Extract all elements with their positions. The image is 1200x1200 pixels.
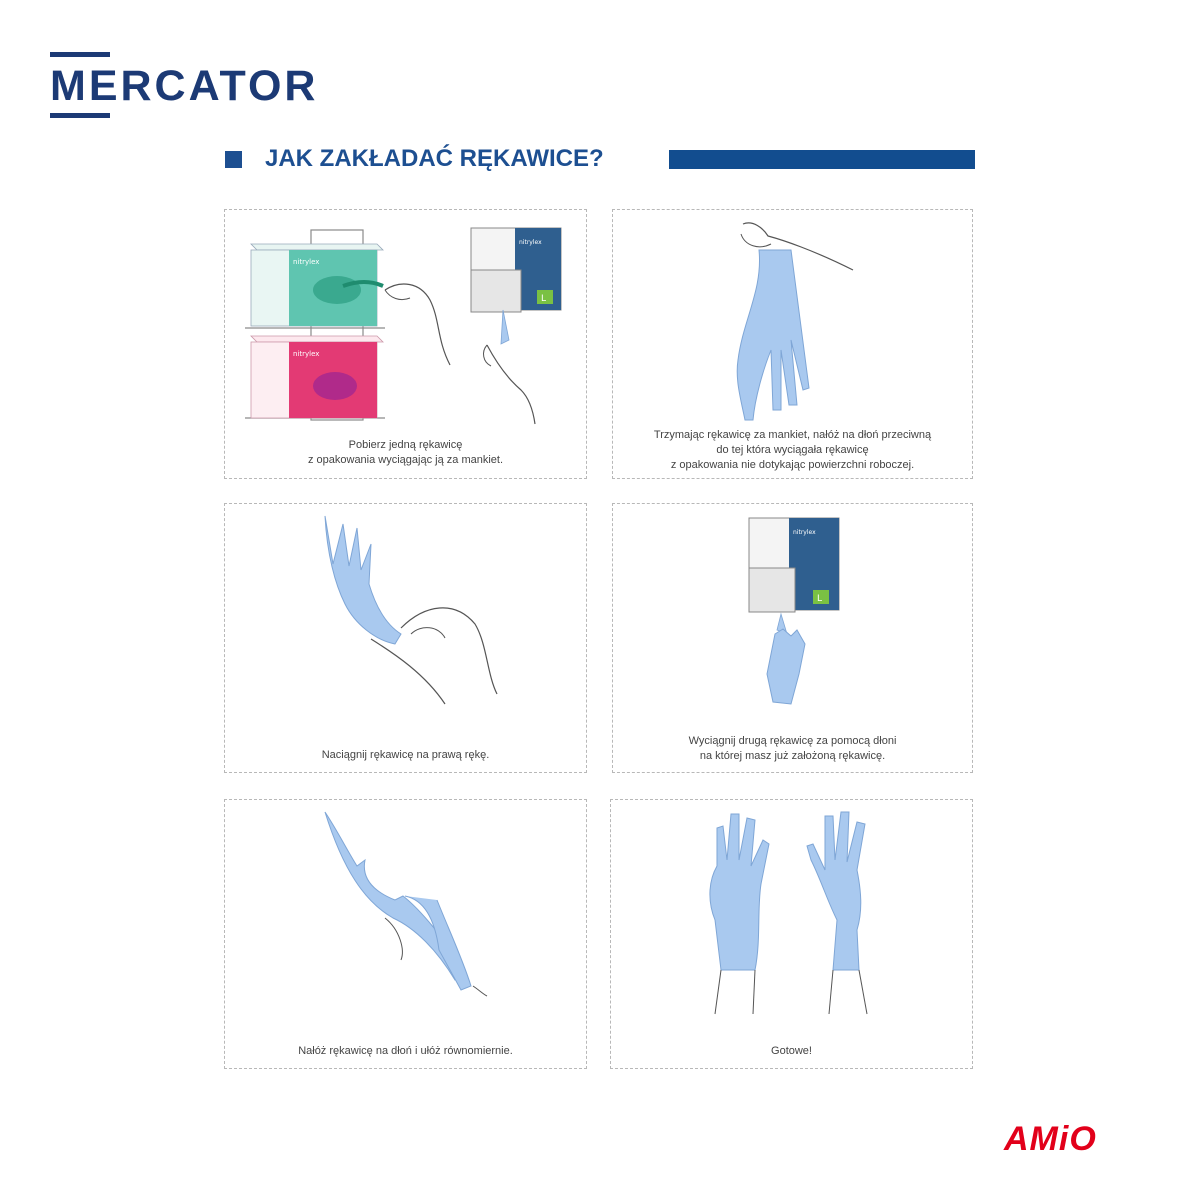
glove-right bbox=[806, 811, 866, 971]
step-caption-3: Naciągnij rękawicę na prawą rękę. bbox=[321, 749, 490, 761]
step-caption-5: Nałóż rękawicę na dłoń i ułóż równomiern… bbox=[298, 1045, 513, 1057]
gloved-right-hand bbox=[324, 515, 402, 645]
holding-glove-illustration bbox=[736, 222, 854, 421]
mercator-logo: MERCATOR bbox=[50, 52, 315, 120]
gloved-left-hand bbox=[766, 628, 806, 705]
heading-square-icon bbox=[225, 151, 242, 168]
logo-text: MERCATOR bbox=[50, 62, 319, 110]
hanging-glove bbox=[736, 249, 810, 421]
svg-text:nitrylex: nitrylex bbox=[793, 529, 816, 536]
page-title: JAK ZAKŁADAĆ RĘKAWICE? bbox=[265, 145, 604, 172]
both-gloves-illustration bbox=[709, 811, 868, 1015]
page-heading: JAK ZAKŁADAĆ RĘKAWICE? bbox=[225, 143, 975, 175]
second-glove-illustration: nitrylex L bbox=[748, 517, 840, 705]
svg-text:L: L bbox=[541, 294, 546, 304]
box-brand-label: nitrylex bbox=[293, 258, 319, 266]
step-card-6: Gotowe! bbox=[610, 799, 973, 1069]
step-card-3: Naciągnij rękawicę na prawą rękę. bbox=[224, 503, 587, 773]
adjusting-glove-illustration bbox=[324, 811, 488, 997]
teal-glove-box: nitrylex bbox=[250, 243, 384, 327]
step-card-1: nitrylex nitrylex nitrylex L P bbox=[224, 209, 587, 479]
svg-text:nitrylex: nitrylex bbox=[519, 239, 542, 246]
amio-logo-text: AMiO bbox=[1003, 1120, 1097, 1158]
heading-rule bbox=[669, 150, 975, 169]
step-caption-1: Pobierz jedną rękawicę z opakowania wyci… bbox=[307, 439, 504, 466]
step-caption-4: Wyciągnij drugą rękawicę za pomocą dłoni… bbox=[688, 735, 897, 762]
glove-left bbox=[709, 813, 770, 971]
dispenser-boxes-illustration: nitrylex nitrylex nitrylex L bbox=[245, 227, 562, 425]
svg-text:L: L bbox=[817, 594, 822, 604]
step-card-4: nitrylex L Wyciągnij drugą rękawicę za p… bbox=[612, 503, 973, 773]
pulling-glove-on-illustration bbox=[324, 515, 498, 705]
step-card-5: Nałóż rękawicę na dłoń i ułóż równomiern… bbox=[224, 799, 587, 1069]
amio-logo-mark: AMiO bbox=[1003, 1120, 1097, 1158]
step-card-2: Trzymając rękawicę za mankiet, nałóż na … bbox=[612, 209, 973, 479]
svg-text:nitrylex: nitrylex bbox=[293, 350, 319, 358]
step-caption-2: Trzymając rękawicę za mankiet, nałóż na … bbox=[653, 429, 932, 471]
logo-top-bar bbox=[50, 52, 110, 57]
logo-bottom-bar bbox=[50, 113, 110, 118]
amio-logo: AMiO bbox=[1002, 1118, 1157, 1158]
step-caption-6: Gotowe! bbox=[771, 1045, 812, 1057]
pink-glove-box: nitrylex bbox=[250, 335, 384, 419]
single-dispenser: nitrylex L bbox=[470, 227, 562, 345]
